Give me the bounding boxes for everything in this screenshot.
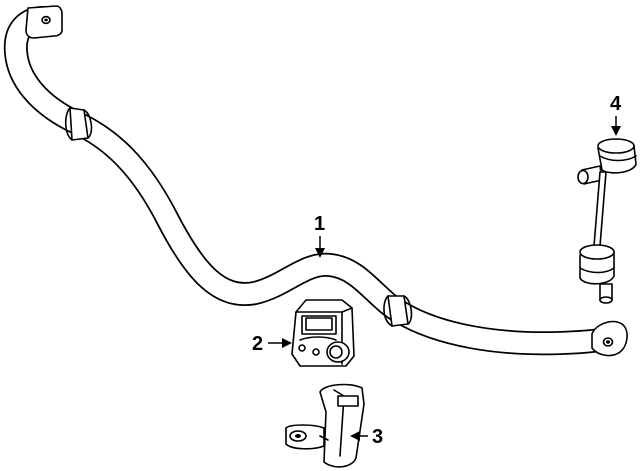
callout-4: 4 — [610, 93, 622, 136]
callout-3-label: 3 — [372, 426, 383, 448]
bar-right-collar — [383, 295, 413, 327]
bushing[interactable] — [291, 299, 355, 367]
bar-right-end — [591, 320, 628, 357]
bar-left-end — [25, 5, 63, 39]
stabilizer-link[interactable] — [577, 138, 637, 304]
callout-2: 2 — [252, 333, 292, 355]
stabilizer-bar-inner — [5, 7, 623, 354]
callout-3: 3 — [350, 426, 383, 448]
bar-left-collar — [64, 107, 93, 141]
stabilizer-bar[interactable] — [3, 5, 628, 357]
stabilizer-bar-outline — [3, 6, 624, 356]
bracket[interactable] — [285, 383, 365, 468]
callout-1-label: 1 — [314, 213, 325, 235]
callout-4-label: 4 — [610, 93, 622, 115]
link-shaft — [593, 171, 607, 247]
callout-2-label: 2 — [252, 333, 263, 355]
callout-1: 1 — [314, 213, 325, 258]
